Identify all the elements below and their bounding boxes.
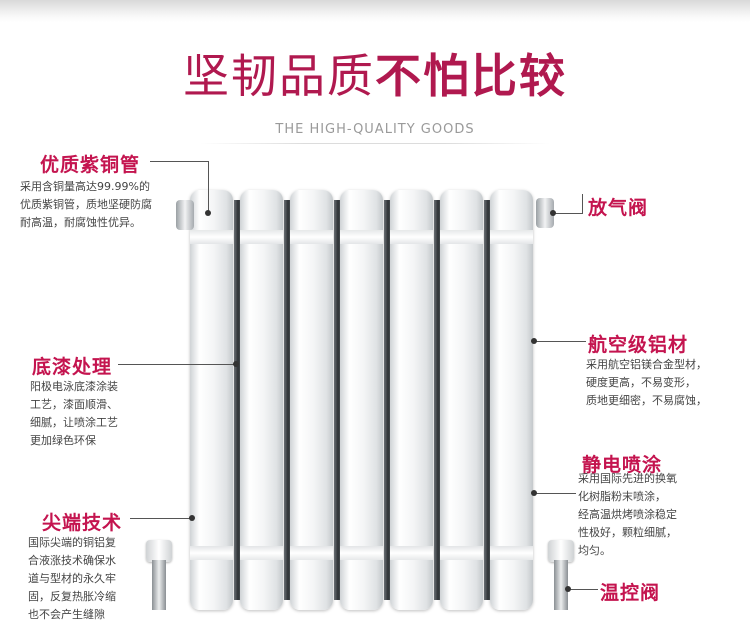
radiator-column <box>240 190 283 610</box>
callout-line <box>582 194 583 214</box>
top-gradient-band <box>0 0 750 22</box>
callout-line <box>208 161 209 213</box>
callout-copper-tube-label: 优质紫铜管 <box>40 154 141 176</box>
callout-primer-desc: 阳极电泳底漆涂装 工艺，漆面顺滑、 细腻，让喷涂工艺 更加绿色环保 <box>30 380 118 447</box>
callout-primer-label: 底漆处理 <box>32 356 113 378</box>
radiator-gap <box>284 200 292 600</box>
callout-line <box>534 341 586 342</box>
left-pipe-cap <box>176 200 194 230</box>
callout-copper-tube-desc: 采用含铜量高达99.99%的 优质紫铜管，质地坚硬防腐 耐高温，耐腐蚀性优异。 <box>20 180 152 229</box>
callout-air-valve-label: 放气阀 <box>588 197 649 219</box>
callout-electrostatic-desc: 采用国际先进的换氧 化树脂粉末喷涂， 经高温烘烤喷涂稳定 性极好，颗粒细腻， 均… <box>578 472 677 557</box>
radiator-column <box>490 190 533 610</box>
callout-dot <box>233 361 239 367</box>
title-bold: 不怕比较 <box>375 49 567 103</box>
valve-stem <box>554 560 568 610</box>
radiator-gap <box>434 200 442 600</box>
callout-line <box>568 589 598 590</box>
callout-aluminum-label: 航空级铝材 <box>588 334 689 356</box>
callout-dot <box>205 210 211 216</box>
radiator-gap <box>334 200 342 600</box>
callout-line <box>150 161 208 162</box>
radiator-column <box>340 190 383 610</box>
callout-dot <box>189 515 195 521</box>
air-valve-cap <box>536 198 554 228</box>
radiator-gap <box>384 200 392 600</box>
page-title: 坚韧品质不怕比较 <box>0 48 750 104</box>
callout-tip-tech-label: 尖端技术 <box>42 512 123 534</box>
left-valve <box>146 540 172 610</box>
page-subtitle: THE HIGH-QUALITY GOODS <box>275 122 475 137</box>
thermostat-valve <box>548 540 574 610</box>
radiator-column <box>190 190 233 610</box>
callout-dot <box>565 586 571 592</box>
callout-dot <box>531 338 537 344</box>
callout-line <box>130 518 192 519</box>
radiator-gap <box>484 200 492 600</box>
callout-tip-tech-desc: 国际尖端的铜铝复 合液涨技术确保水 道与型材的永久牢 固，反复热胀冷缩 也不会产… <box>28 536 116 621</box>
callout-line <box>553 213 583 214</box>
radiator-column <box>390 190 433 610</box>
title-divider <box>200 143 550 144</box>
callout-dot <box>550 210 556 216</box>
callout-line <box>118 364 236 365</box>
radiator-column <box>440 190 483 610</box>
callout-aluminum-desc: 采用航空铝镁合金型材， 硬度更高，不易变形， 质地更细密，不易腐蚀， <box>586 358 707 407</box>
radiator-column <box>290 190 333 610</box>
callout-line <box>534 493 576 494</box>
title-light: 坚韧品质 <box>183 49 375 103</box>
callout-electrostatic-label: 静电喷涂 <box>582 454 663 476</box>
callout-thermostat-label: 温控阀 <box>600 582 661 604</box>
valve-stem <box>152 560 166 610</box>
radiator-gap <box>234 200 242 600</box>
valve-head <box>146 540 172 562</box>
valve-head <box>548 540 574 562</box>
callout-dot <box>531 490 537 496</box>
